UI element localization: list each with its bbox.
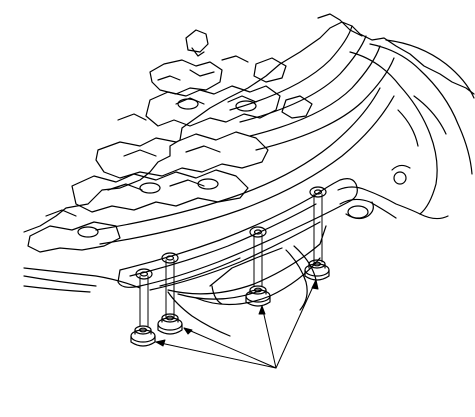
engine-block-body <box>24 14 474 252</box>
stud-centerlines <box>140 194 322 326</box>
mounting-holes <box>136 187 326 279</box>
subframe-bracket <box>24 179 357 336</box>
flange-nut-2-icon <box>158 314 182 334</box>
mounting-hole-1 <box>136 269 152 279</box>
flange-nut-1-icon <box>131 326 155 346</box>
flange-nut-3-icon <box>246 286 270 306</box>
mounting-hole-4 <box>310 187 326 197</box>
mounting-hole-2 <box>162 253 178 263</box>
flange-nuts <box>131 260 329 346</box>
callout-leaders <box>156 280 318 368</box>
mounting-hole-3 <box>250 227 266 237</box>
flange-nut-4-icon <box>305 260 329 280</box>
right-housing <box>338 40 474 219</box>
